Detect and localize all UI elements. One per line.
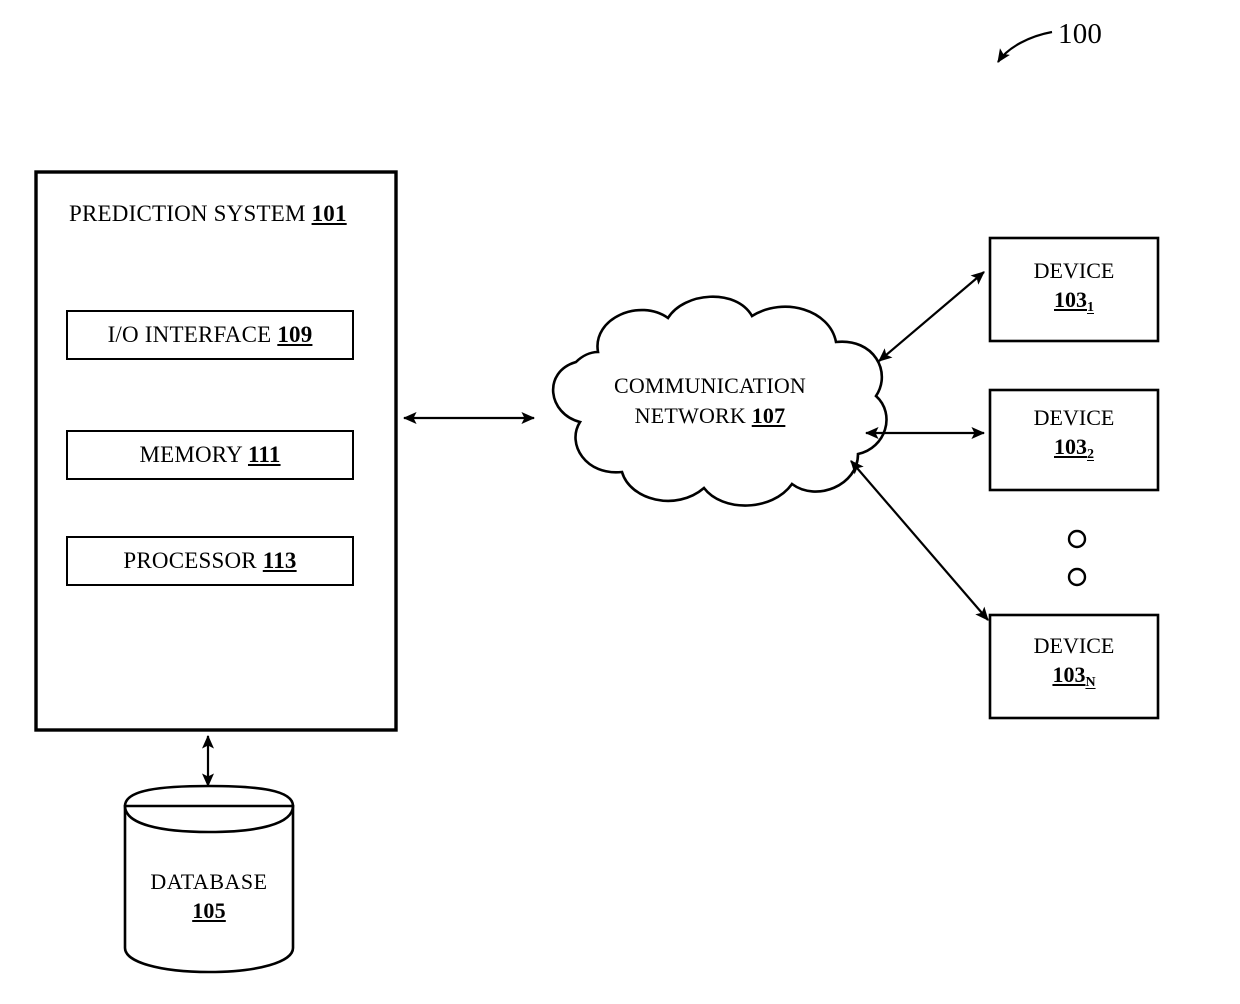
io-interface-box[interactable] xyxy=(66,310,354,360)
device-2-ref: 103 xyxy=(1054,434,1087,459)
device-2-subscript: 2 xyxy=(1087,447,1094,462)
device-1-box[interactable] xyxy=(988,236,1160,343)
io-interface-label: I/O INTERFACE 109 xyxy=(0,321,420,348)
figure-number-label: 100 xyxy=(1058,18,1103,50)
device-n-subscript: N xyxy=(1085,675,1096,690)
io-interface-ref: 109 xyxy=(277,322,313,347)
database-name: DATABASE xyxy=(150,869,268,894)
processor-label: PROCESSOR 113 xyxy=(0,547,420,574)
database-ref: 105 xyxy=(192,897,226,923)
device-1-ref: 103 xyxy=(1054,287,1087,312)
device-1-name: DEVICE xyxy=(1033,258,1115,283)
prediction-system-ref: 101 xyxy=(311,201,347,226)
processor-ref: 113 xyxy=(262,548,297,573)
device-1-label: DEVICE 1031 xyxy=(990,258,1158,316)
network-line-2: NETWORK xyxy=(634,402,747,428)
memory-ref: 111 xyxy=(247,442,281,467)
device-2-box[interactable] xyxy=(988,388,1160,492)
prediction-system-box[interactable] xyxy=(34,170,398,732)
memory-name: MEMORY xyxy=(139,442,243,467)
database-label: DATABASE 105 xyxy=(125,869,293,924)
prediction-system-title: PREDICTION SYSTEM 101 xyxy=(69,200,347,227)
device-n-name: DEVICE xyxy=(1033,633,1115,658)
figure-callout-arrow xyxy=(997,30,1053,63)
device-2-name: DEVICE xyxy=(1033,405,1115,430)
device-n-ref: 103 xyxy=(1052,662,1086,687)
communication-network-label: COMMUNICATION NETWORK 107 xyxy=(560,373,860,429)
connector-network-to-device-1 xyxy=(878,271,985,362)
communication-network-cloud[interactable] xyxy=(551,295,888,507)
connector-network-to-device-n xyxy=(850,460,989,621)
device-2-label: DEVICE 1032 xyxy=(990,405,1158,463)
prediction-system-title-text: PREDICTION SYSTEM xyxy=(69,201,306,226)
device-n-label: DEVICE 103N xyxy=(990,633,1158,691)
memory-box[interactable] xyxy=(66,430,354,480)
device-n-box[interactable] xyxy=(988,613,1160,720)
network-line-1: COMMUNICATION xyxy=(613,373,807,398)
network-ref: 107 xyxy=(751,402,786,428)
device-1-subscript: 1 xyxy=(1087,300,1094,315)
processor-name: PROCESSOR xyxy=(123,548,257,573)
io-interface-name: I/O INTERFACE xyxy=(107,322,272,347)
memory-label: MEMORY 111 xyxy=(0,441,420,468)
processor-box[interactable] xyxy=(66,536,354,586)
database-cylinder[interactable] xyxy=(123,784,295,974)
vertical-ellipsis-circles-icon xyxy=(1067,529,1087,587)
